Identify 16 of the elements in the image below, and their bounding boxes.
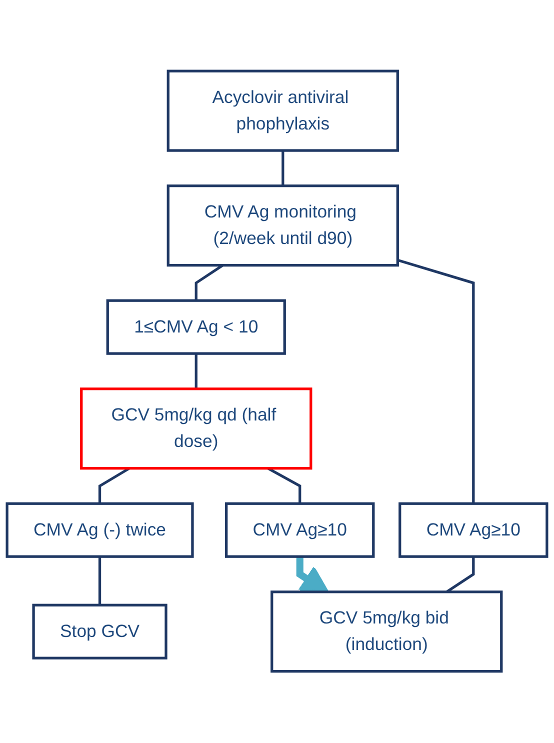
node-box: CMV Ag monitoring (2/week until d90) — [166, 184, 399, 267]
connector — [194, 354, 198, 390]
connector — [267, 467, 302, 504]
node-box: Stop GCV — [32, 604, 168, 660]
connector — [98, 556, 102, 606]
connector — [446, 556, 475, 594]
node-box: GCV 5mg/kg qd (half dose) — [80, 388, 312, 470]
node-box: 1≤CMV Ag < 10 — [106, 300, 286, 356]
connector — [397, 259, 475, 504]
connector — [98, 467, 130, 504]
node-box: GCV 5mg/kg bid (induction) — [270, 590, 503, 673]
node-box: CMV Ag≥10 — [398, 502, 548, 558]
node-box: Acyclovir antiviral phophylaxis — [166, 70, 399, 152]
connector — [282, 150, 284, 186]
node-box: CMV Ag≥10 — [225, 502, 375, 558]
node-box: CMV Ag (-) twice — [6, 502, 194, 558]
